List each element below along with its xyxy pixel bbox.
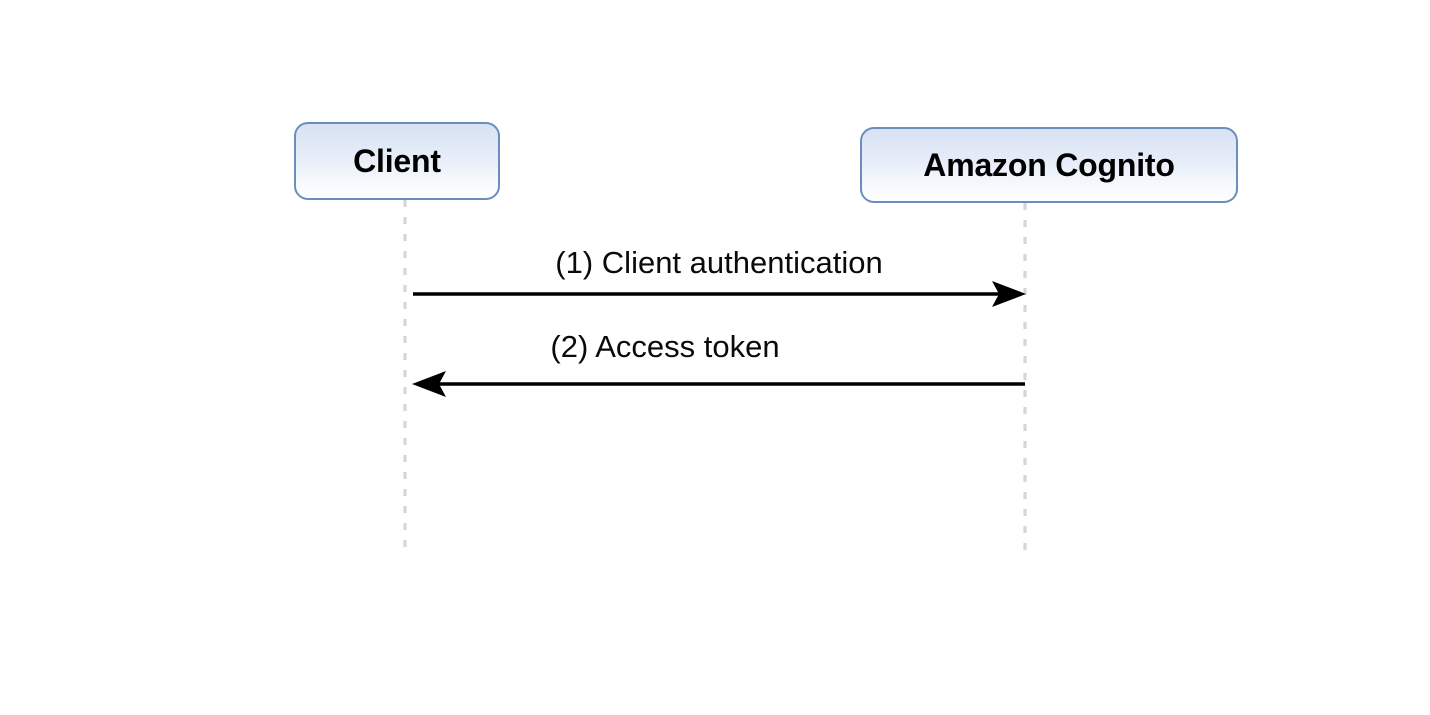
message-label-2: (2) Access token <box>550 329 780 364</box>
message-arrow-2 <box>412 371 1025 397</box>
participant-box-cognito[interactable]: Amazon Cognito <box>860 127 1238 203</box>
message-arrow-1-head <box>992 281 1026 307</box>
participant-box-client[interactable]: Client <box>294 122 500 200</box>
participant-label-client: Client <box>353 142 441 179</box>
message-label-1: (1) Client authentication <box>555 245 883 280</box>
message-arrow-1 <box>413 281 1026 307</box>
participant-label-cognito: Amazon Cognito <box>923 146 1175 183</box>
message-arrow-2-head <box>412 371 446 397</box>
